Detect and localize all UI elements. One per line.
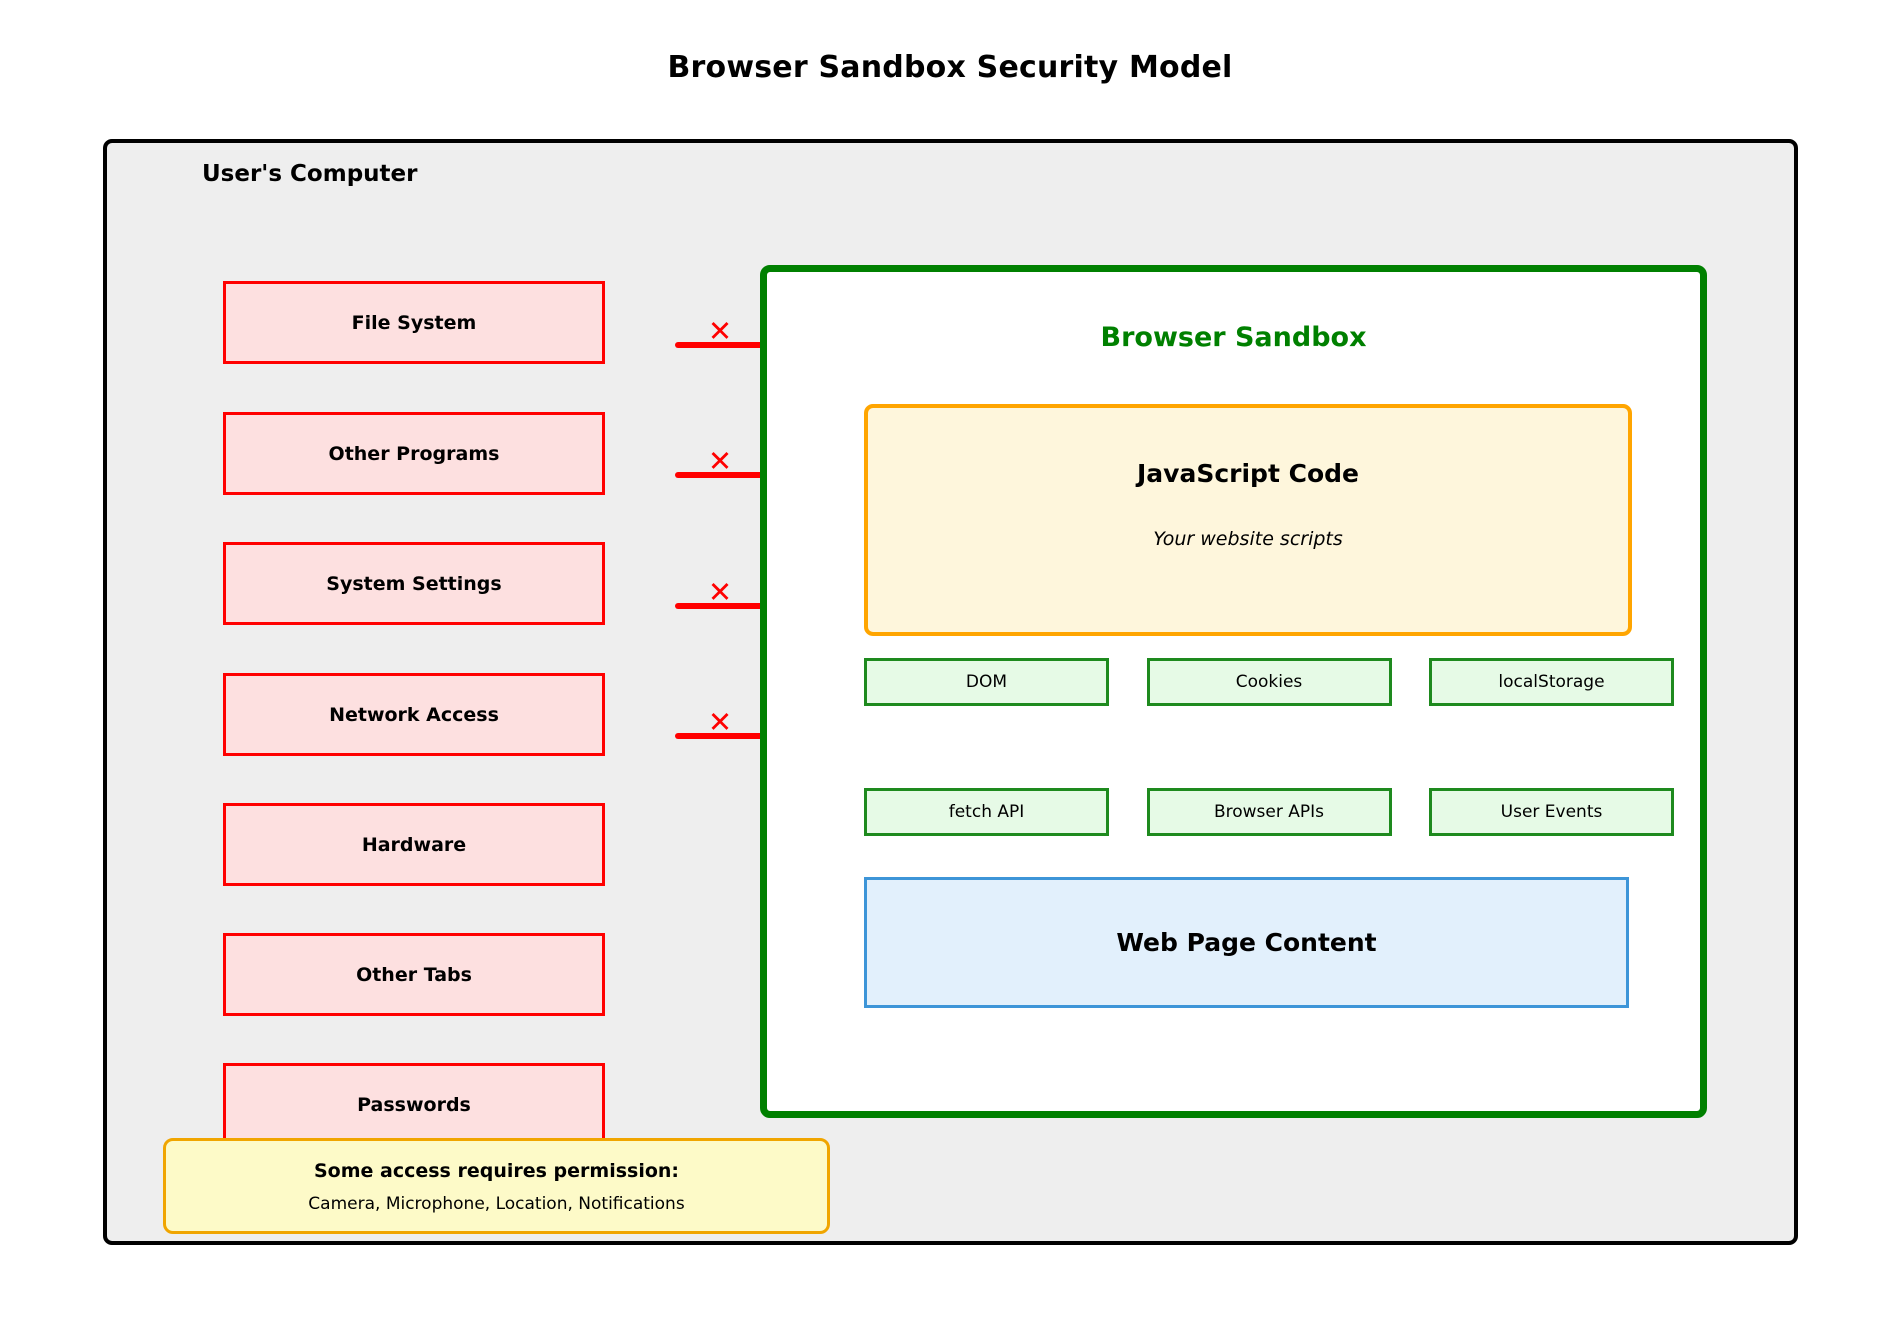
permission-note-title: Some access requires permission: <box>313 1160 680 1182</box>
permission-note: Some access requires permission: Camera,… <box>163 1138 830 1234</box>
barrier-file-system: ✕ <box>675 316 763 360</box>
api-chip-browser-apis: Browser APIs <box>1146 788 1392 836</box>
resource-box-other-programs: Other Programs <box>223 412 605 495</box>
barrier-line <box>675 342 763 348</box>
users-computer-label: User's Computer <box>202 161 418 187</box>
allowed-api-row-2: fetch API Browser APIs User Events <box>864 788 1674 836</box>
barrier-line <box>675 733 763 739</box>
page-title: Browser Sandbox Security Model <box>667 50 1233 85</box>
browser-sandbox-container: Browser Sandbox JavaScript Code Your web… <box>760 265 1707 1118</box>
barrier-network-access: ✕ <box>675 707 763 751</box>
api-chip-fetch-api: fetch API <box>864 788 1109 836</box>
allowed-api-row-1: DOM Cookies localStorage <box>864 658 1674 706</box>
resource-box-passwords: Passwords <box>223 1063 605 1146</box>
web-page-content-box: Web Page Content <box>864 877 1629 1008</box>
browser-sandbox-title: Browser Sandbox <box>1100 322 1367 353</box>
permission-note-items: Camera, Microphone, Location, Notificati… <box>308 1194 685 1214</box>
barrier-line <box>675 472 763 478</box>
javascript-code-title: JavaScript Code <box>1137 459 1359 488</box>
api-chip-user-events: User Events <box>1429 788 1674 836</box>
resource-box-system-settings: System Settings <box>223 542 605 625</box>
resource-box-network-access: Network Access <box>223 673 605 756</box>
api-chip-cookies: Cookies <box>1146 658 1392 706</box>
barrier-line <box>675 603 763 609</box>
barrier-system-settings: ✕ <box>675 577 763 621</box>
resource-box-hardware: Hardware <box>223 803 605 886</box>
resource-box-file-system: File System <box>223 281 605 364</box>
javascript-code-box: JavaScript Code Your website scripts <box>864 404 1632 636</box>
api-chip-dom: DOM <box>864 658 1109 706</box>
javascript-code-subtitle: Your website scripts <box>1153 528 1343 550</box>
x-mark-icon: ✕ <box>707 314 733 348</box>
x-mark-icon: ✕ <box>707 705 733 739</box>
x-mark-icon: ✕ <box>707 444 733 478</box>
api-chip-localstorage: localStorage <box>1429 658 1674 706</box>
x-mark-icon: ✕ <box>707 575 733 609</box>
barrier-other-programs: ✕ <box>675 446 763 490</box>
resource-box-other-tabs: Other Tabs <box>223 933 605 1016</box>
